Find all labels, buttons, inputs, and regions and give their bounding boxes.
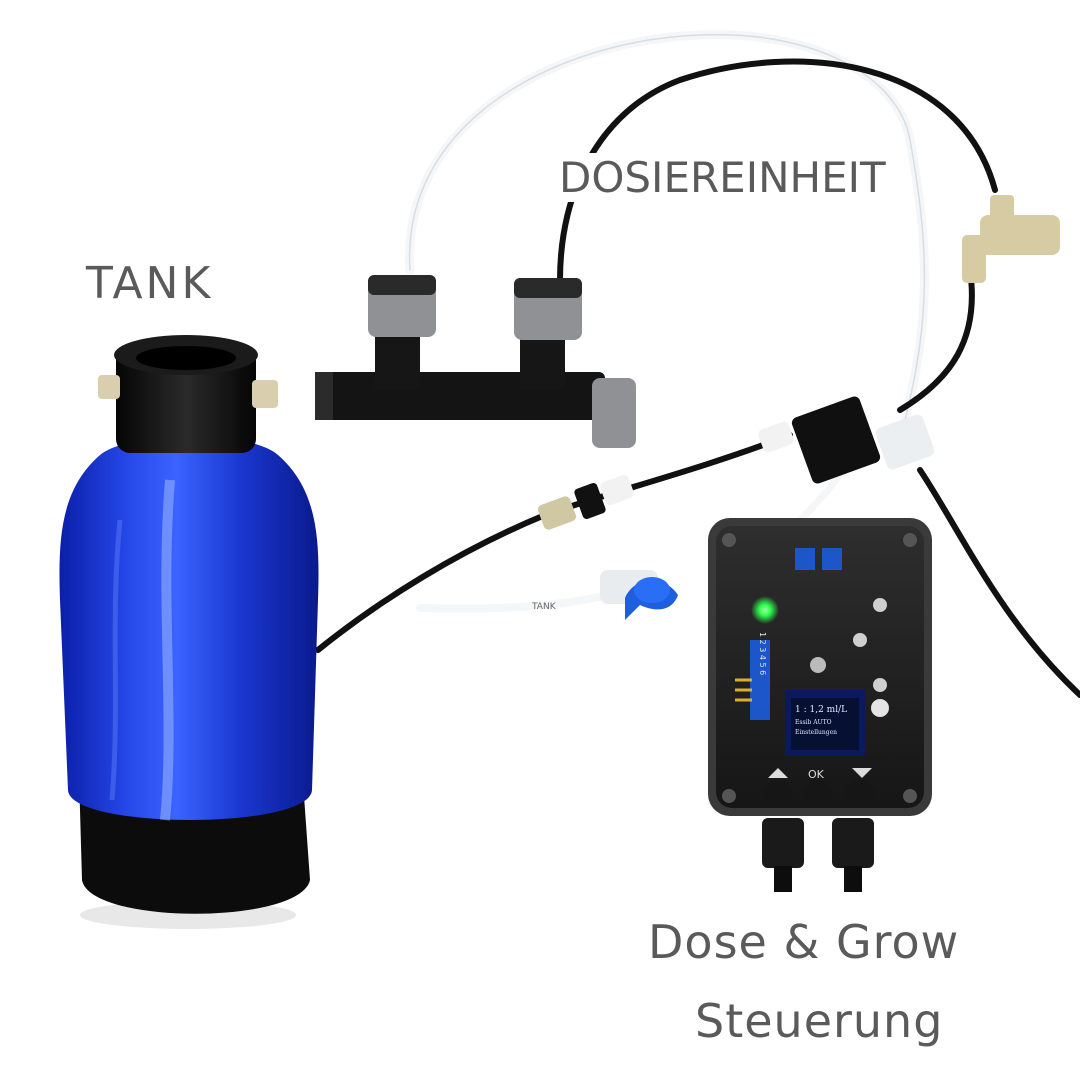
- white-hose-top-edge: [408, 33, 926, 421]
- controller-label-line2: Steuerung: [695, 994, 944, 1048]
- button-up: [764, 780, 792, 808]
- ok-label: OK: [808, 768, 825, 781]
- button-down: [846, 780, 874, 808]
- white-hose-tank: [416, 586, 634, 613]
- water-tank: [59, 335, 319, 929]
- arrow-down-icon: [852, 768, 872, 778]
- tank-fitting-right: [252, 380, 278, 408]
- black-hose-out: [917, 467, 1080, 698]
- blue-valve: [600, 570, 678, 620]
- solenoid-valve: [791, 396, 881, 484]
- controller-label-line1: Dose & Grow: [648, 915, 960, 969]
- oled-line1: 1 : 1,2 ml/L: [795, 705, 847, 715]
- oled-line3: Einstellungen: [795, 729, 837, 736]
- arrow-up-icon: [768, 768, 788, 778]
- t-connector: [980, 215, 1060, 255]
- button-ok: [804, 780, 832, 808]
- cable-glands: [762, 818, 874, 892]
- status-led: [751, 596, 779, 624]
- hoses: [315, 30, 1080, 698]
- tank-label: TANK: [86, 258, 214, 309]
- hose-tag-text: TANK: [531, 602, 557, 612]
- oled-line2: Essib AUTO: [795, 719, 832, 726]
- white-hose-top: [405, 30, 929, 425]
- controller-box: 1 : 1,2 ml/L Essib AUTO Einstellungen 1 …: [708, 518, 932, 816]
- dosing-manifold: [315, 275, 636, 448]
- dosing-unit-label: DOSIEREINHEIT: [555, 153, 890, 202]
- tank-fitting-left: [98, 375, 120, 399]
- black-hose-right: [897, 267, 975, 413]
- pin-numbers: 1 2 3 4 5 6: [758, 632, 767, 675]
- hose-fittings: [537, 195, 1060, 530]
- tank-body: [59, 436, 319, 820]
